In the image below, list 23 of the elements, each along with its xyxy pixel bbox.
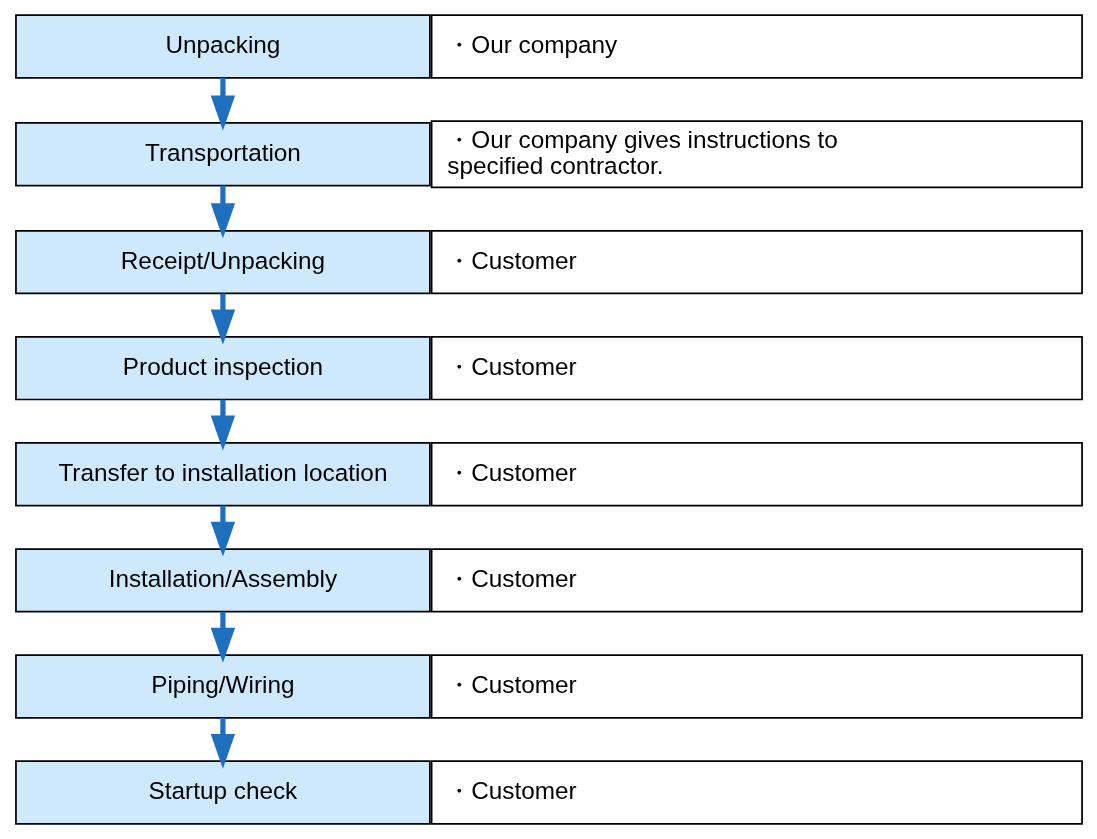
node-box: ・Customer xyxy=(430,548,1083,613)
arrow xyxy=(210,185,235,239)
node-box: ・Customer xyxy=(430,229,1083,295)
node-box: ・Customer xyxy=(430,442,1083,507)
node-box: Startup check xyxy=(14,760,431,825)
arrow xyxy=(210,611,235,663)
node-box: Installation/Assembly xyxy=(14,548,431,613)
arrow xyxy=(210,293,235,345)
arrow xyxy=(210,717,235,769)
node-box: ・Customer xyxy=(430,336,1083,401)
node-box: Transfer to installation location xyxy=(14,442,431,507)
node-box: Transportation xyxy=(14,122,431,187)
node-box: Piping/Wiring xyxy=(14,654,431,719)
node-box: ・Customer xyxy=(430,760,1083,825)
node-box: Unpacking xyxy=(14,14,431,79)
node-box: ・Customer xyxy=(430,654,1083,719)
node-box: Product inspection xyxy=(14,336,431,401)
arrow xyxy=(210,77,235,131)
arrow xyxy=(210,399,235,451)
node-box: Receipt/Unpacking xyxy=(14,229,431,295)
node-box: ・Our company gives instructions to specified contractor. xyxy=(430,120,1083,189)
arrow xyxy=(210,505,235,557)
node-box: ・Our company xyxy=(430,14,1083,79)
